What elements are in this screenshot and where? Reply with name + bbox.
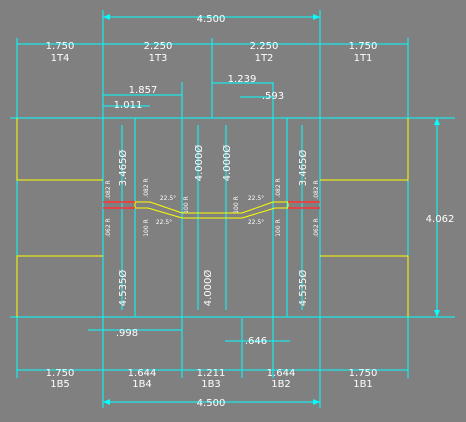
label-radius-100-mid-right: 100 R [233, 196, 240, 214]
label-bot-ref-2: 1B4 [132, 379, 152, 390]
label-angle-2: 22.5° [156, 219, 172, 226]
label-top-seg-3: 2.250 [250, 41, 279, 52]
label-vert-bot-left: 4.535Ø [117, 270, 129, 307]
arrow-left [103, 14, 110, 20]
pad-bottom-right [320, 255, 409, 317]
arrow-up [434, 118, 440, 125]
label-bot-seg-5: 1.750 [349, 368, 378, 379]
label-top-seg-1: 1.750 [46, 41, 75, 52]
label-top-ref-4: 1T1 [354, 53, 373, 64]
label-vert-bot-right: 4.535Ø [297, 270, 309, 307]
arrow-down [434, 310, 440, 317]
label-vert-bot-mid: 4.000Ø [202, 270, 214, 307]
pad-top-right [320, 118, 409, 181]
label-top-seg-4: 1.750 [349, 41, 378, 52]
label-1011: 1.011 [114, 100, 143, 111]
label-bot-ref-5: 1B1 [353, 379, 373, 390]
label-radius-100-mid-left: 100 R [183, 196, 190, 214]
label-radius-100-right: 100 R [275, 219, 282, 237]
label-top-seg-2: 2.250 [144, 41, 173, 52]
label-radius-082-inner-left: .082 R [143, 178, 150, 197]
label-1857: 1.857 [129, 85, 158, 96]
strip-top-edge [135, 201, 288, 214]
label-bot-ref-4: 1B2 [271, 379, 291, 390]
label-radius-082-left: .082 R [105, 180, 112, 199]
label-radius-062-right: .062 R [313, 218, 320, 237]
label-radius-062-left: .062 R [105, 218, 112, 237]
label-top-ref-1: 1T4 [51, 53, 70, 64]
label-top-ref-2: 1T3 [149, 53, 168, 64]
label-1239: 1.239 [228, 74, 257, 85]
arrow-right-bottom [313, 399, 320, 405]
label-593: .593 [262, 91, 284, 102]
label-bot-seg-3: 1.211 [197, 368, 226, 379]
label-vert-top-mid-left: 4.000Ø [193, 145, 205, 182]
pad-top-left [16, 118, 103, 181]
strip-bottom-edge [135, 207, 288, 219]
label-angle-1: 22.5° [160, 195, 176, 202]
label-overall-height: 4.062 [426, 214, 455, 225]
label-bot-seg-1: 1.750 [46, 368, 75, 379]
arrow-right [313, 14, 320, 20]
label-angle-4: 22.5° [248, 219, 264, 226]
label-overall-top: 4.500 [197, 14, 226, 25]
label-vert-top-right: 3.465Ø [297, 150, 309, 187]
label-top-ref-3: 1T2 [255, 53, 274, 64]
label-overall-bottom: 4.500 [197, 398, 226, 409]
label-646: .646 [245, 336, 267, 347]
label-radius-082-right: .082 R [313, 180, 320, 199]
label-angle-3: 22.5° [248, 195, 264, 202]
label-radius-100-left: 100 R [143, 219, 150, 237]
label-bot-ref-3: 1B3 [201, 379, 221, 390]
label-radius-082-inner-right: .082 R [275, 178, 282, 197]
label-bot-seg-2: 1.644 [128, 368, 157, 379]
label-bot-seg-4: 1.644 [267, 368, 296, 379]
pad-bottom-left [16, 255, 103, 317]
label-bot-ref-1: 1B5 [50, 379, 70, 390]
label-vert-top-left: 3.465Ø [117, 150, 129, 187]
label-vert-top-mid-right: 4.000Ø [221, 145, 233, 182]
label-998: .998 [116, 328, 138, 339]
arrow-left-bottom [103, 399, 110, 405]
